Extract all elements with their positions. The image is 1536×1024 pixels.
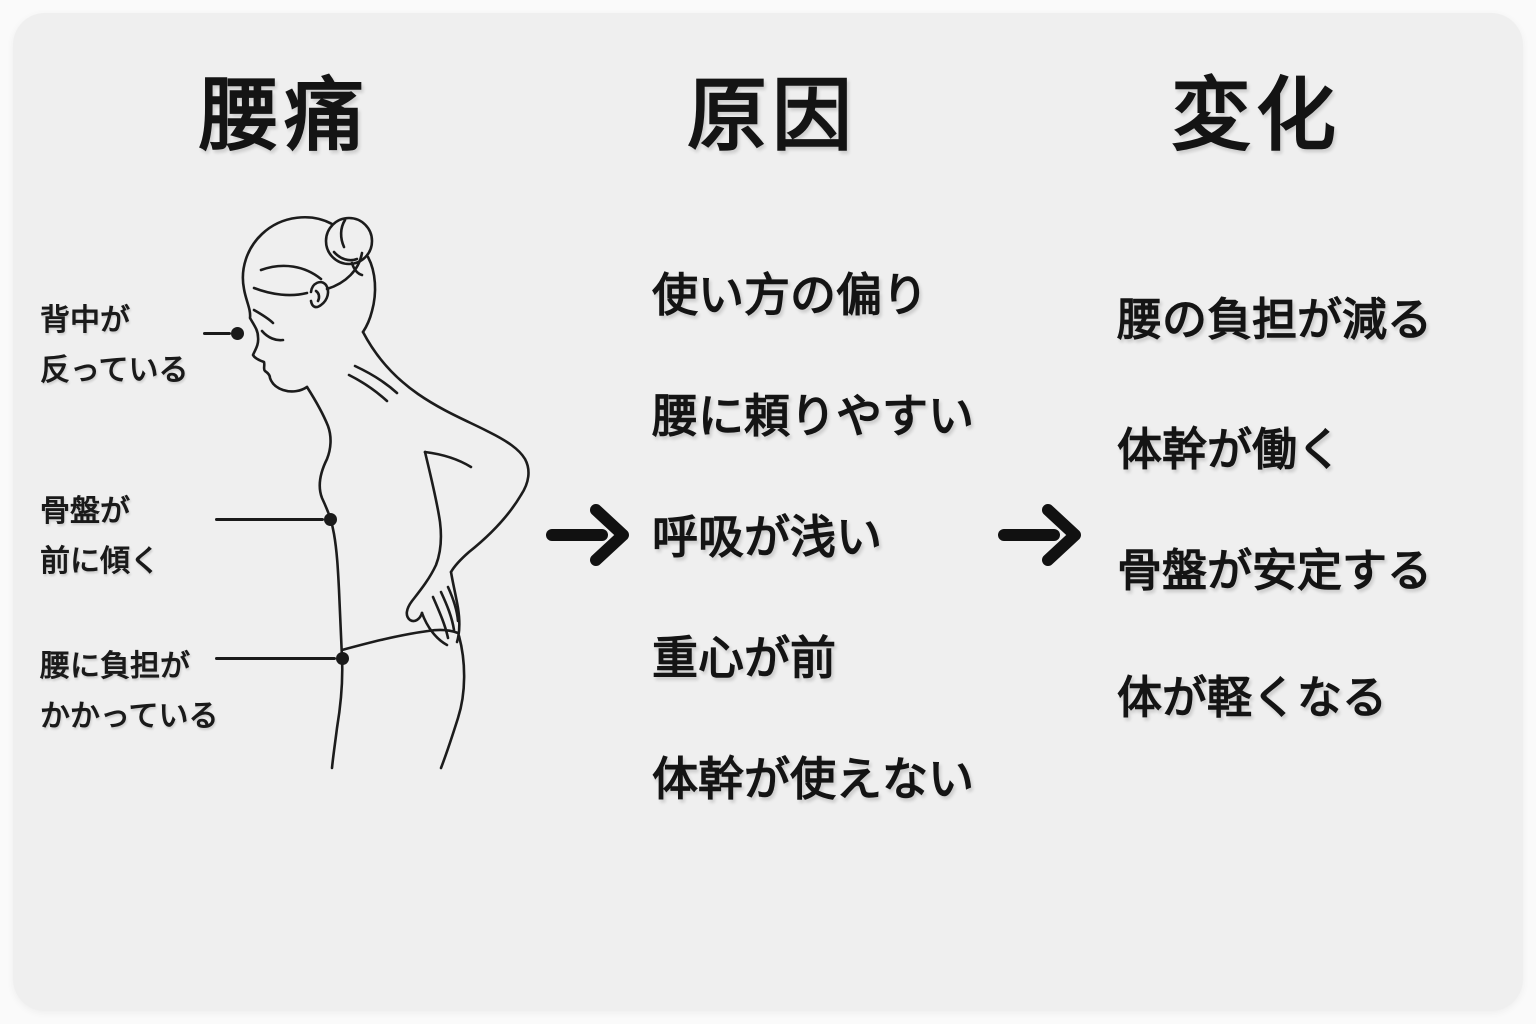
label-line: 骨盤が (40, 495, 130, 528)
anchor-dot (231, 327, 244, 340)
change-item: 体幹が働く (1117, 424, 1343, 475)
arrow-right-icon (998, 504, 1081, 566)
label-back-arched: 背中が 反っている (40, 296, 189, 396)
label-lowback-strain: 腰に負担が かかっている (40, 642, 219, 742)
leader-line-back (203, 327, 244, 340)
column-title-change: 変化 (1171, 71, 1341, 160)
cause-item: 呼吸が浅い (652, 511, 882, 563)
column-title-cause: 原因 (687, 71, 857, 160)
background-card (13, 13, 1523, 1011)
cause-list: 使い方の偏り 腰に頼りやすい 呼吸が浅い 重心が前 体幹が使えない (652, 272, 974, 877)
anchor-dot (324, 513, 337, 526)
cause-item: 使い方の偏り (652, 269, 928, 321)
change-item: 体が軽くなる (1117, 672, 1388, 723)
posture-illustration-icon (241, 216, 530, 770)
cause-item: 重心が前 (652, 632, 836, 684)
label-line: 反っている (40, 354, 189, 387)
leader-line-pelvis (215, 513, 337, 526)
label-line: 前に傾く (40, 545, 160, 578)
change-item: 腰の負担が減る (1117, 294, 1433, 345)
anchor-dot (336, 652, 349, 665)
label-line: 腰に負担が (40, 650, 190, 683)
change-item: 骨盤が安定する (1117, 545, 1433, 596)
label-line: 背中が (40, 304, 130, 337)
cause-item: 体幹が使えない (652, 753, 974, 805)
label-line: かかっている (40, 700, 219, 733)
cause-item: 腰に頼りやすい (652, 390, 974, 442)
leader-line-lowback (215, 652, 349, 665)
label-pelvis-tilt: 骨盤が 前に傾く (40, 487, 160, 587)
column-title-problem: 腰痛 (199, 71, 369, 160)
arrow-right-icon (546, 504, 629, 566)
